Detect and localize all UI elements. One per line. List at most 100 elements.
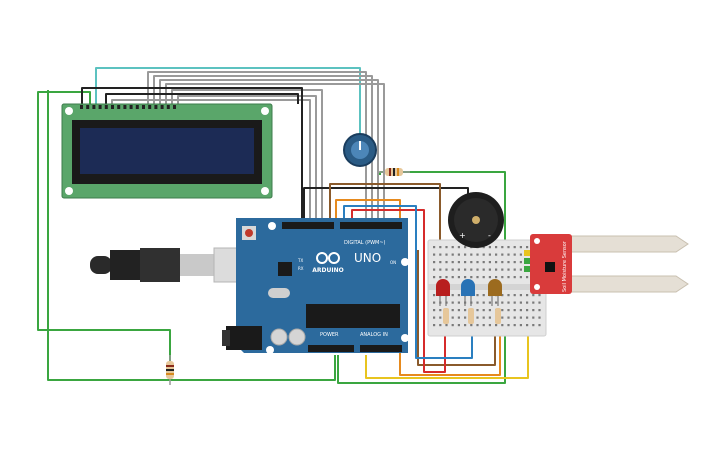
breadboard-hole[interactable] xyxy=(482,246,485,249)
breadboard-hole[interactable] xyxy=(433,316,436,319)
usb-cable-icon[interactable] xyxy=(90,247,261,283)
breadboard-hole[interactable] xyxy=(445,324,448,327)
breadboard-hole[interactable] xyxy=(495,261,498,264)
breadboard-hole[interactable] xyxy=(470,261,473,264)
breadboard-hole[interactable] xyxy=(513,253,516,256)
breadboard-hole[interactable] xyxy=(507,316,510,319)
breadboard-hole[interactable] xyxy=(476,268,479,271)
breadboard-hole[interactable] xyxy=(519,324,522,327)
breadboard-hole[interactable] xyxy=(451,253,454,256)
breadboard-hole[interactable] xyxy=(433,246,436,249)
breadboard-hole[interactable] xyxy=(482,324,485,327)
breadboard-hole[interactable] xyxy=(495,268,498,271)
breadboard-hole[interactable] xyxy=(439,253,442,256)
breadboard-hole[interactable] xyxy=(495,324,498,327)
breadboard-hole[interactable] xyxy=(451,246,454,249)
breadboard-hole[interactable] xyxy=(501,268,504,271)
breadboard-hole[interactable] xyxy=(464,261,467,264)
breadboard-hole[interactable] xyxy=(526,316,529,319)
breadboard-hole[interactable] xyxy=(501,246,504,249)
power-jack-icon[interactable] xyxy=(222,326,262,350)
lcd-pin[interactable] xyxy=(154,105,158,109)
breadboard-hole[interactable] xyxy=(526,246,529,249)
breadboard-hole[interactable] xyxy=(476,324,479,327)
breadboard-hole[interactable] xyxy=(482,253,485,256)
wire-gray-7[interactable] xyxy=(111,99,311,225)
breadboard-hole[interactable] xyxy=(538,309,541,312)
breadboard-hole[interactable] xyxy=(513,294,516,297)
breadboard-hole[interactable] xyxy=(507,301,510,304)
breadboard-hole[interactable] xyxy=(439,309,442,312)
lcd-pin[interactable] xyxy=(123,105,127,109)
breadboard-hole[interactable] xyxy=(445,268,448,271)
breadboard-hole[interactable] xyxy=(501,261,504,264)
breadboard-hole[interactable] xyxy=(457,253,460,256)
breadboard-hole[interactable] xyxy=(482,301,485,304)
breadboard-hole[interactable] xyxy=(526,294,529,297)
led-red[interactable] xyxy=(436,279,450,306)
breadboard-hole[interactable] xyxy=(513,309,516,312)
breadboard-hole[interactable] xyxy=(538,294,541,297)
breadboard-hole[interactable] xyxy=(501,253,504,256)
breadboard-hole[interactable] xyxy=(451,261,454,264)
breadboard-hole[interactable] xyxy=(538,301,541,304)
breadboard-hole[interactable] xyxy=(482,261,485,264)
breadboard-hole[interactable] xyxy=(495,301,498,304)
breadboard-hole[interactable] xyxy=(488,253,491,256)
breadboard-hole[interactable] xyxy=(445,253,448,256)
breadboard-hole[interactable] xyxy=(519,294,522,297)
resistor-bottom[interactable] xyxy=(166,355,174,385)
breadboard-hole[interactable] xyxy=(532,301,535,304)
breadboard-hole[interactable] xyxy=(457,261,460,264)
breadboard-hole[interactable] xyxy=(513,261,516,264)
breadboard-hole[interactable] xyxy=(433,276,436,279)
breadboard-hole[interactable] xyxy=(439,268,442,271)
breadboard-hole[interactable] xyxy=(488,268,491,271)
breadboard-hole[interactable] xyxy=(439,316,442,319)
breadboard-hole[interactable] xyxy=(538,324,541,327)
buzzer-icon[interactable]: + - xyxy=(448,192,504,248)
wire-gray-3[interactable] xyxy=(159,79,379,225)
breadboard-hole[interactable] xyxy=(464,324,467,327)
breadboard-hole[interactable] xyxy=(464,268,467,271)
breadboard-hole[interactable] xyxy=(476,309,479,312)
breadboard-hole[interactable] xyxy=(457,309,460,312)
led-yellow[interactable] xyxy=(488,279,502,306)
breadboard-hole[interactable] xyxy=(451,268,454,271)
reset-button-icon[interactable] xyxy=(242,226,256,240)
breadboard-hole[interactable] xyxy=(507,309,510,312)
lcd-pin[interactable] xyxy=(117,105,121,109)
breadboard-hole[interactable] xyxy=(476,276,479,279)
breadboard-hole[interactable] xyxy=(476,316,479,319)
breadboard-hole[interactable] xyxy=(439,261,442,264)
breadboard-hole[interactable] xyxy=(488,324,491,327)
breadboard-hole[interactable] xyxy=(519,316,522,319)
breadboard-hole[interactable] xyxy=(433,261,436,264)
lcd-pin[interactable] xyxy=(148,105,152,109)
breadboard-hole[interactable] xyxy=(513,246,516,249)
breadboard-hole[interactable] xyxy=(464,246,467,249)
breadboard-hole[interactable] xyxy=(507,276,510,279)
breadboard-hole[interactable] xyxy=(470,276,473,279)
breadboard-hole[interactable] xyxy=(433,324,436,327)
wire-green-left[interactable] xyxy=(37,91,171,378)
breadboard-hole[interactable] xyxy=(457,301,460,304)
lcd-pin[interactable] xyxy=(160,105,164,109)
breadboard-hole[interactable] xyxy=(464,316,467,319)
arduino-uno[interactable]: ARDUINO UNO DIGITAL (PWM~) POWER ANALOG … xyxy=(222,218,409,354)
breadboard-hole[interactable] xyxy=(439,246,442,249)
breadboard-hole[interactable] xyxy=(519,301,522,304)
breadboard-hole[interactable] xyxy=(439,324,442,327)
wire-green-bottom[interactable] xyxy=(47,90,336,381)
breadboard-hole[interactable] xyxy=(513,316,516,319)
breadboard-hole[interactable] xyxy=(482,294,485,297)
breadboard-hole[interactable] xyxy=(457,324,460,327)
breadboard-hole[interactable] xyxy=(488,261,491,264)
breadboard-hole[interactable] xyxy=(433,268,436,271)
breadboard-hole[interactable] xyxy=(476,253,479,256)
breadboard-hole[interactable] xyxy=(457,246,460,249)
breadboard-hole[interactable] xyxy=(457,294,460,297)
lcd-pin[interactable] xyxy=(104,105,108,109)
wire-red[interactable] xyxy=(351,209,446,373)
lcd-pin[interactable] xyxy=(142,105,145,109)
